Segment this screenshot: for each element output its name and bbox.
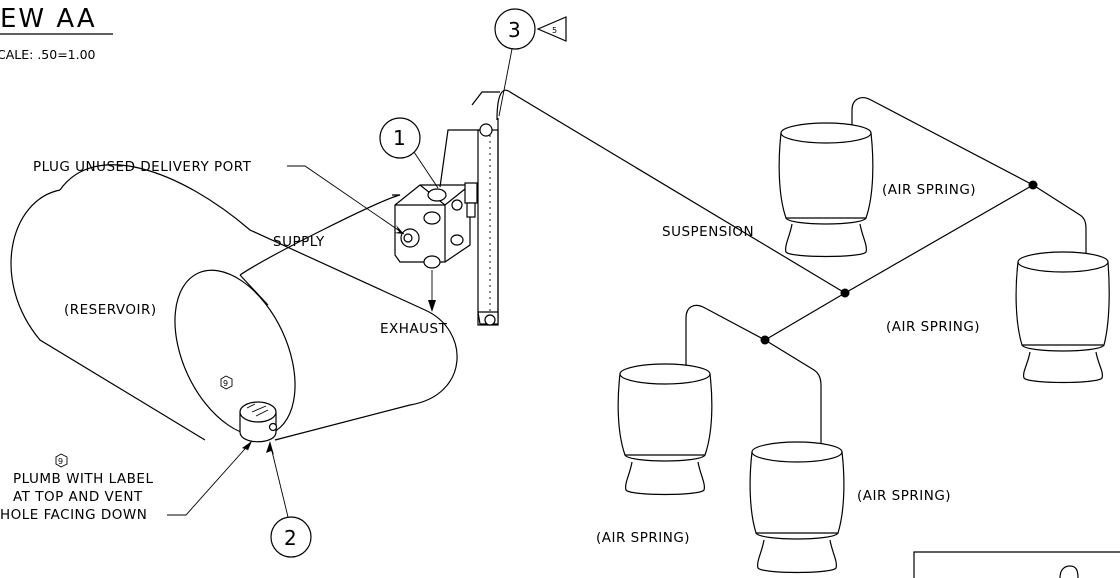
air-spring-bottom-label: (AIR SPRING): [857, 488, 951, 504]
plumb-note-line2: AT TOP AND VENT: [13, 489, 143, 505]
air-spring-top: (AIR SPRING): [778, 122, 976, 258]
suspension-line: [496, 89, 846, 294]
flag-9-reservoir: 9: [220, 375, 233, 390]
supply-line-loop: [239, 274, 269, 306]
drain-valve: [239, 401, 278, 443]
supply-line-top: [239, 194, 401, 276]
reservoir-tank: (RESERVOIR): [10, 164, 458, 441]
balloon-3-number: 3: [508, 18, 521, 42]
tee-fitting-left: [760, 335, 770, 345]
flag-5: 5: [536, 16, 567, 42]
tee-fitting-right: [1028, 180, 1038, 190]
exhaust-label: EXHAUST: [380, 321, 448, 337]
flag-9-reservoir-text: 9: [223, 379, 228, 388]
plumb-note: 9 PLUMB WITH LABEL AT TOP AND VENT HOLE …: [0, 440, 253, 523]
air-spring-right: (AIR SPRING): [886, 251, 1110, 384]
balloon-1: 1: [379, 117, 439, 189]
flag-5-text: 5: [552, 26, 557, 35]
leveling-valve: [394, 182, 478, 269]
plumb-note-line3: HOLE FACING DOWN: [0, 507, 147, 523]
exhaust-arrowhead: [428, 300, 436, 312]
distribution-lines: [685, 97, 1087, 446]
air-spring-left: (AIR SPRING): [596, 363, 713, 546]
view-scale: CALE: .50=1.00: [0, 47, 96, 62]
plumb-note-line1: PLUMB WITH LABEL: [13, 471, 153, 487]
flag-9-note-text: 9: [58, 457, 63, 466]
plug-port-leader: [287, 165, 405, 235]
view-title: EW AA: [0, 4, 97, 34]
air-spring-top-label: (AIR SPRING): [882, 182, 976, 198]
balloon-1-number: 1: [393, 126, 406, 150]
balloon-3: 3: [494, 8, 536, 117]
air-spring-right-label: (AIR SPRING): [886, 319, 980, 335]
air-spring-left-label: (AIR SPRING): [596, 530, 690, 546]
plug-port-arrowhead: [394, 225, 404, 234]
reservoir-label: (RESERVOIR): [64, 302, 157, 318]
leveling-arm: [439, 91, 500, 326]
balloon-2: 2: [266, 441, 312, 558]
supply-label: SUPPLY: [273, 234, 325, 250]
balloon-2-number: 2: [284, 526, 297, 550]
title-block-frame: [913, 551, 1120, 578]
tee-fitting-center: [840, 288, 850, 298]
plug-port-label: PLUG UNUSED DELIVERY PORT: [33, 159, 252, 175]
suspension-label: SUSPENSION: [662, 224, 754, 240]
air-spring-bottom: (AIR SPRING): [749, 441, 951, 574]
